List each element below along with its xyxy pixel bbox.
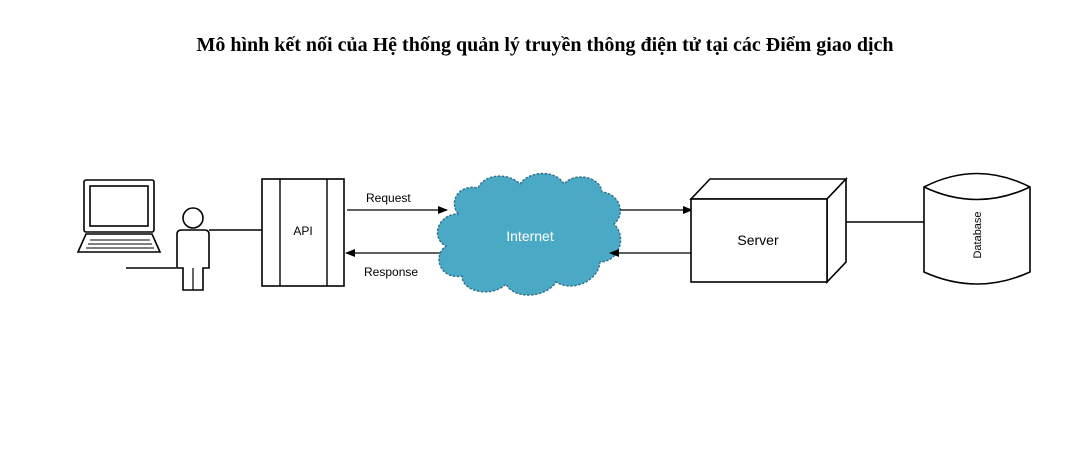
diagram-title: Mô hình kết nối của Hệ thống quản lý tru… [196,34,894,56]
server-label: Server [737,232,779,248]
database-node: Database [923,172,1031,285]
internet-label: Internet [506,228,554,244]
api-node: API [261,178,345,287]
laptop-icon [76,179,176,269]
request-label: Request [366,191,411,205]
user-icon [176,207,210,291]
database-label: Database [972,211,984,258]
api-label: API [293,224,312,238]
server-node: Server [689,176,848,285]
internet-cloud: Internet [436,172,622,296]
response-label: Response [364,265,418,279]
